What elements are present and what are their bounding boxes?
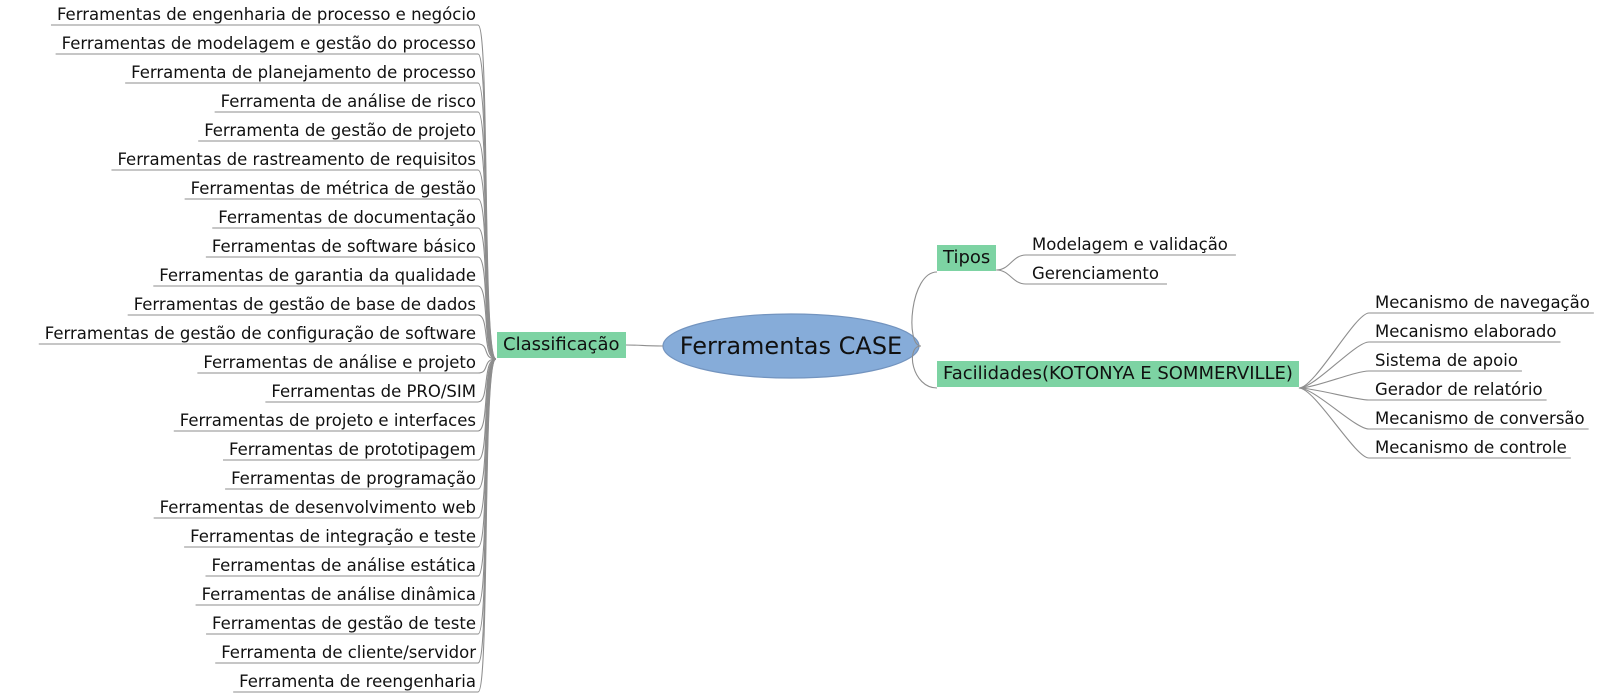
classificacao-item[interactable]: Ferramentas de projeto e interfaces xyxy=(179,411,476,430)
classificacao-item[interactable]: Ferramentas de garantia da qualidade xyxy=(159,266,476,285)
link-tipos-item xyxy=(996,269,1167,285)
link-tipos-item xyxy=(996,254,1236,271)
classificacao-item[interactable]: Ferramentas de PRO/SIM xyxy=(271,382,476,401)
classificacao-item[interactable]: Ferramenta de gestão de projeto xyxy=(204,121,476,140)
facilidades-item[interactable]: Mecanismo de controle xyxy=(1375,438,1567,457)
link-facilidades-item xyxy=(1298,387,1547,401)
link-classificacao-item xyxy=(38,343,497,360)
link-facilidades-item xyxy=(1298,312,1594,389)
classificacao-item[interactable]: Ferramenta de cliente/servidor xyxy=(221,643,476,662)
classificacao-item[interactable]: Ferramentas de métrica de gestão xyxy=(190,179,476,198)
classificacao-item[interactable]: Ferramentas de prototipagem xyxy=(229,440,476,459)
classificacao-item[interactable]: Ferramenta de planejamento de processo xyxy=(131,63,476,82)
branch-label: Tipos xyxy=(943,247,991,268)
classificacao-item[interactable]: Ferramentas de software básico xyxy=(211,237,476,256)
classificacao-item[interactable]: Ferramentas de gestão de teste xyxy=(212,614,476,633)
branch-label: Facilidades(KOTONYA E SOMMERVILLE) xyxy=(943,363,1293,384)
link-classificacao-item xyxy=(205,256,497,360)
facilidades-item[interactable]: Sistema de apoio xyxy=(1375,351,1518,370)
branch-classificacao[interactable]: Classificação xyxy=(497,332,626,358)
link-classificacao-item xyxy=(233,358,497,693)
root-node[interactable]: Ferramentas CASE xyxy=(661,313,921,379)
link-root-classificacao xyxy=(625,344,664,347)
facilidades-item[interactable]: Mecanismo de conversão xyxy=(1375,409,1585,428)
branch-tipos[interactable]: Tipos xyxy=(937,245,997,271)
link-facilidades-item xyxy=(1298,370,1522,389)
link-facilidades-item xyxy=(1298,341,1561,389)
tipos-item[interactable]: Modelagem e validação xyxy=(1032,235,1228,254)
classificacao-item[interactable]: Ferramentas de gestão de base de dados xyxy=(133,295,476,314)
classificacao-item[interactable]: Ferramentas de gestão de configuração de… xyxy=(44,324,476,343)
link-classificacao-item xyxy=(127,314,497,360)
link-root-tipos xyxy=(911,271,938,347)
link-classificacao-item xyxy=(265,358,497,403)
classificacao-item[interactable]: Ferramentas de integração e teste xyxy=(190,527,476,546)
classificacao-item[interactable]: Ferramentas de documentação xyxy=(218,208,476,227)
link-facilidades-item xyxy=(1298,387,1589,430)
classificacao-item[interactable]: Ferramentas de modelagem e gestão do pro… xyxy=(61,34,476,53)
link-classificacao-item xyxy=(197,358,497,374)
classificacao-item[interactable]: Ferramentas de rastreamento de requisito… xyxy=(117,150,476,169)
facilidades-item[interactable]: Mecanismo de navegação xyxy=(1375,293,1590,312)
classificacao-item[interactable]: Ferramentas de desenvolvimento web xyxy=(159,498,476,517)
classificacao-item[interactable]: Ferramentas de programação xyxy=(231,469,476,488)
facilidades-item[interactable]: Gerador de relatório xyxy=(1375,380,1543,399)
branch-facilidades[interactable]: Facilidades(KOTONYA E SOMMERVILLE) xyxy=(937,361,1299,387)
link-facilidades-item xyxy=(1298,387,1571,459)
facilidades-item[interactable]: Mecanismo elaborado xyxy=(1375,322,1557,341)
classificacao-item[interactable]: Ferramentas de análise e projeto xyxy=(203,353,476,372)
link-classificacao-item xyxy=(212,227,497,360)
link-classificacao-item xyxy=(153,285,497,360)
classificacao-item[interactable]: Ferramentas de análise dinâmica xyxy=(201,585,476,604)
root-label: Ferramentas CASE xyxy=(679,332,903,360)
classificacao-item[interactable]: Ferramenta de análise de risco xyxy=(220,92,476,111)
classificacao-item[interactable]: Ferramenta de reengenharia xyxy=(239,672,476,691)
branch-label: Classificação xyxy=(503,334,620,355)
link-root-facilidades xyxy=(911,345,938,389)
classificacao-item[interactable]: Ferramentas de análise estática xyxy=(211,556,476,575)
classificacao-item[interactable]: Ferramentas de engenharia de processo e … xyxy=(56,5,476,24)
tipos-item[interactable]: Gerenciamento xyxy=(1032,264,1159,283)
